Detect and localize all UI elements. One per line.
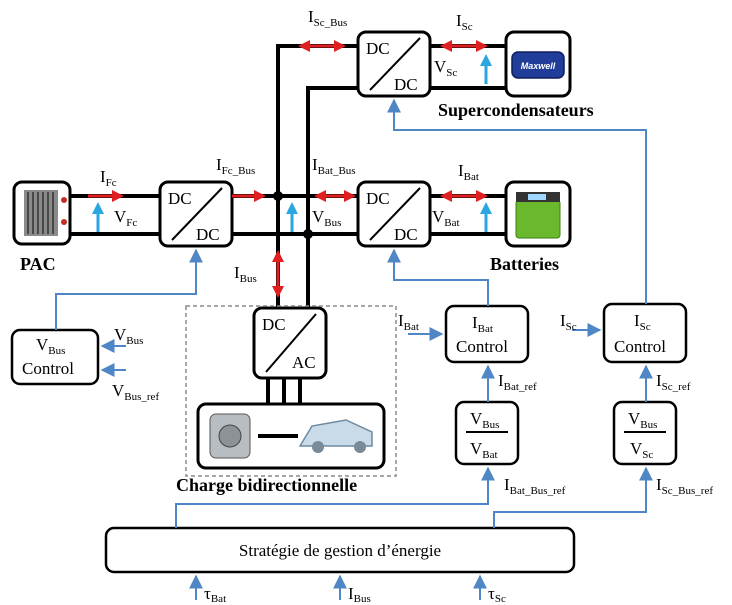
ibus-strategy-label: IBus	[348, 584, 371, 605]
i-sc-bus-label: ISc_Bus	[308, 7, 347, 29]
voltage-arrow-sc	[480, 54, 492, 84]
v-fc-label: VFc	[114, 207, 137, 229]
bus-node	[273, 191, 283, 201]
current-arrow-sc	[440, 40, 488, 52]
isc-control-title: ISc	[634, 311, 651, 333]
i-bat-bus-label: IBat_Bus	[312, 155, 356, 177]
ibat-control-title: IBat	[472, 313, 493, 335]
isc-control-block: ISc Control	[602, 302, 688, 364]
vbus-input-label: VBus	[114, 325, 143, 347]
dc-label: DC	[262, 315, 286, 334]
i-fc-label: IFc	[100, 167, 117, 189]
dc-label: DC	[394, 225, 418, 244]
dc-label: DC	[366, 39, 390, 58]
signal-lines	[55, 98, 653, 600]
voltage-arrows	[92, 54, 492, 232]
battery-icon	[504, 180, 572, 248]
ac-label: AC	[292, 353, 316, 372]
charge-region	[185, 305, 397, 477]
i-bat-label: IBat	[458, 161, 479, 183]
vbus-control-word: Control	[22, 359, 74, 378]
current-arrow-fc	[88, 190, 124, 202]
ibat-control-word: Control	[456, 337, 508, 356]
ratio-sc-numerator: VBus	[628, 409, 657, 431]
current-arrow-bus	[272, 250, 284, 298]
current-arrows	[88, 40, 488, 298]
tau-bat-label: τBat	[204, 584, 226, 605]
v-bat-label: VBat	[432, 207, 460, 229]
ibat-ref-label: IBat_ref	[498, 371, 537, 393]
isc-ref-label: ISc_ref	[656, 371, 691, 393]
ratio-sc-denominator: VSc	[630, 439, 653, 461]
v-bus-label: VBus	[312, 207, 341, 229]
i-sc-label: ISc	[456, 11, 473, 33]
v-sc-label: VSc	[434, 57, 457, 79]
strategy-title: Stratégie de gestion d’énergie	[239, 541, 441, 560]
pac-label: PAC	[20, 254, 56, 274]
isc-bus-ref-label: ISc_Bus_ref	[656, 475, 713, 497]
i-bus-label: IBus	[234, 263, 257, 285]
current-arrow-bat-bus	[314, 190, 356, 202]
ibat-input-label: IBat	[398, 311, 419, 333]
vbus-ref-input-label: VBus_ref	[112, 381, 159, 403]
voltage-arrow-fc	[92, 202, 104, 232]
isc-input-label: ISc	[560, 311, 577, 333]
isc-control-word: Control	[614, 337, 666, 356]
voltage-arrow-bat	[480, 202, 492, 232]
ratio-block-bat: VBus VBat	[454, 400, 520, 466]
voltage-arrow-bus	[286, 202, 298, 232]
energy-strategy-block: Stratégie de gestion d’énergie	[104, 526, 576, 574]
fuel-cell-icon	[12, 180, 72, 246]
dc-label: DC	[394, 75, 418, 94]
vbus-control-title: VBus	[36, 335, 65, 357]
bidirectional-load-icon	[196, 402, 386, 470]
dc-label: DC	[168, 189, 192, 208]
ratio-block-sc: VBus VSc	[612, 400, 678, 466]
converter-dc-dc-fc: DC DC	[158, 180, 234, 248]
current-arrow-bat	[440, 190, 488, 202]
current-arrow-sc-bus	[298, 40, 346, 52]
converter-dc-dc-bat: DC DC	[356, 180, 432, 248]
charge-label: Charge bidirectionnelle	[176, 475, 357, 495]
tau-sc-label: τSc	[488, 584, 506, 605]
batteries-label: Batteries	[490, 254, 559, 274]
ratio-bat-numerator: VBus	[470, 409, 499, 431]
ibat-bus-ref-label: IBat_Bus_ref	[504, 475, 566, 497]
vbus-control-block: VBus Control	[10, 328, 100, 386]
current-arrow-fc-bus	[232, 190, 266, 202]
supercapacitor-icon: Maxwell	[504, 30, 572, 98]
bus-node	[303, 229, 313, 239]
ibat-control-block: IBat Control	[444, 304, 530, 364]
ratio-bat-denominator: VBat	[470, 439, 498, 461]
maxwell-logo-text: Maxwell	[521, 61, 556, 71]
dc-label: DC	[366, 189, 390, 208]
converter-dc-dc-sc: DC DC	[356, 30, 432, 98]
dc-label: DC	[196, 225, 220, 244]
supercaps-label: Supercondensateurs	[438, 100, 594, 120]
converter-dc-ac-load: DC AC	[252, 306, 328, 380]
i-fc-bus-label: IFc_Bus	[216, 155, 255, 177]
